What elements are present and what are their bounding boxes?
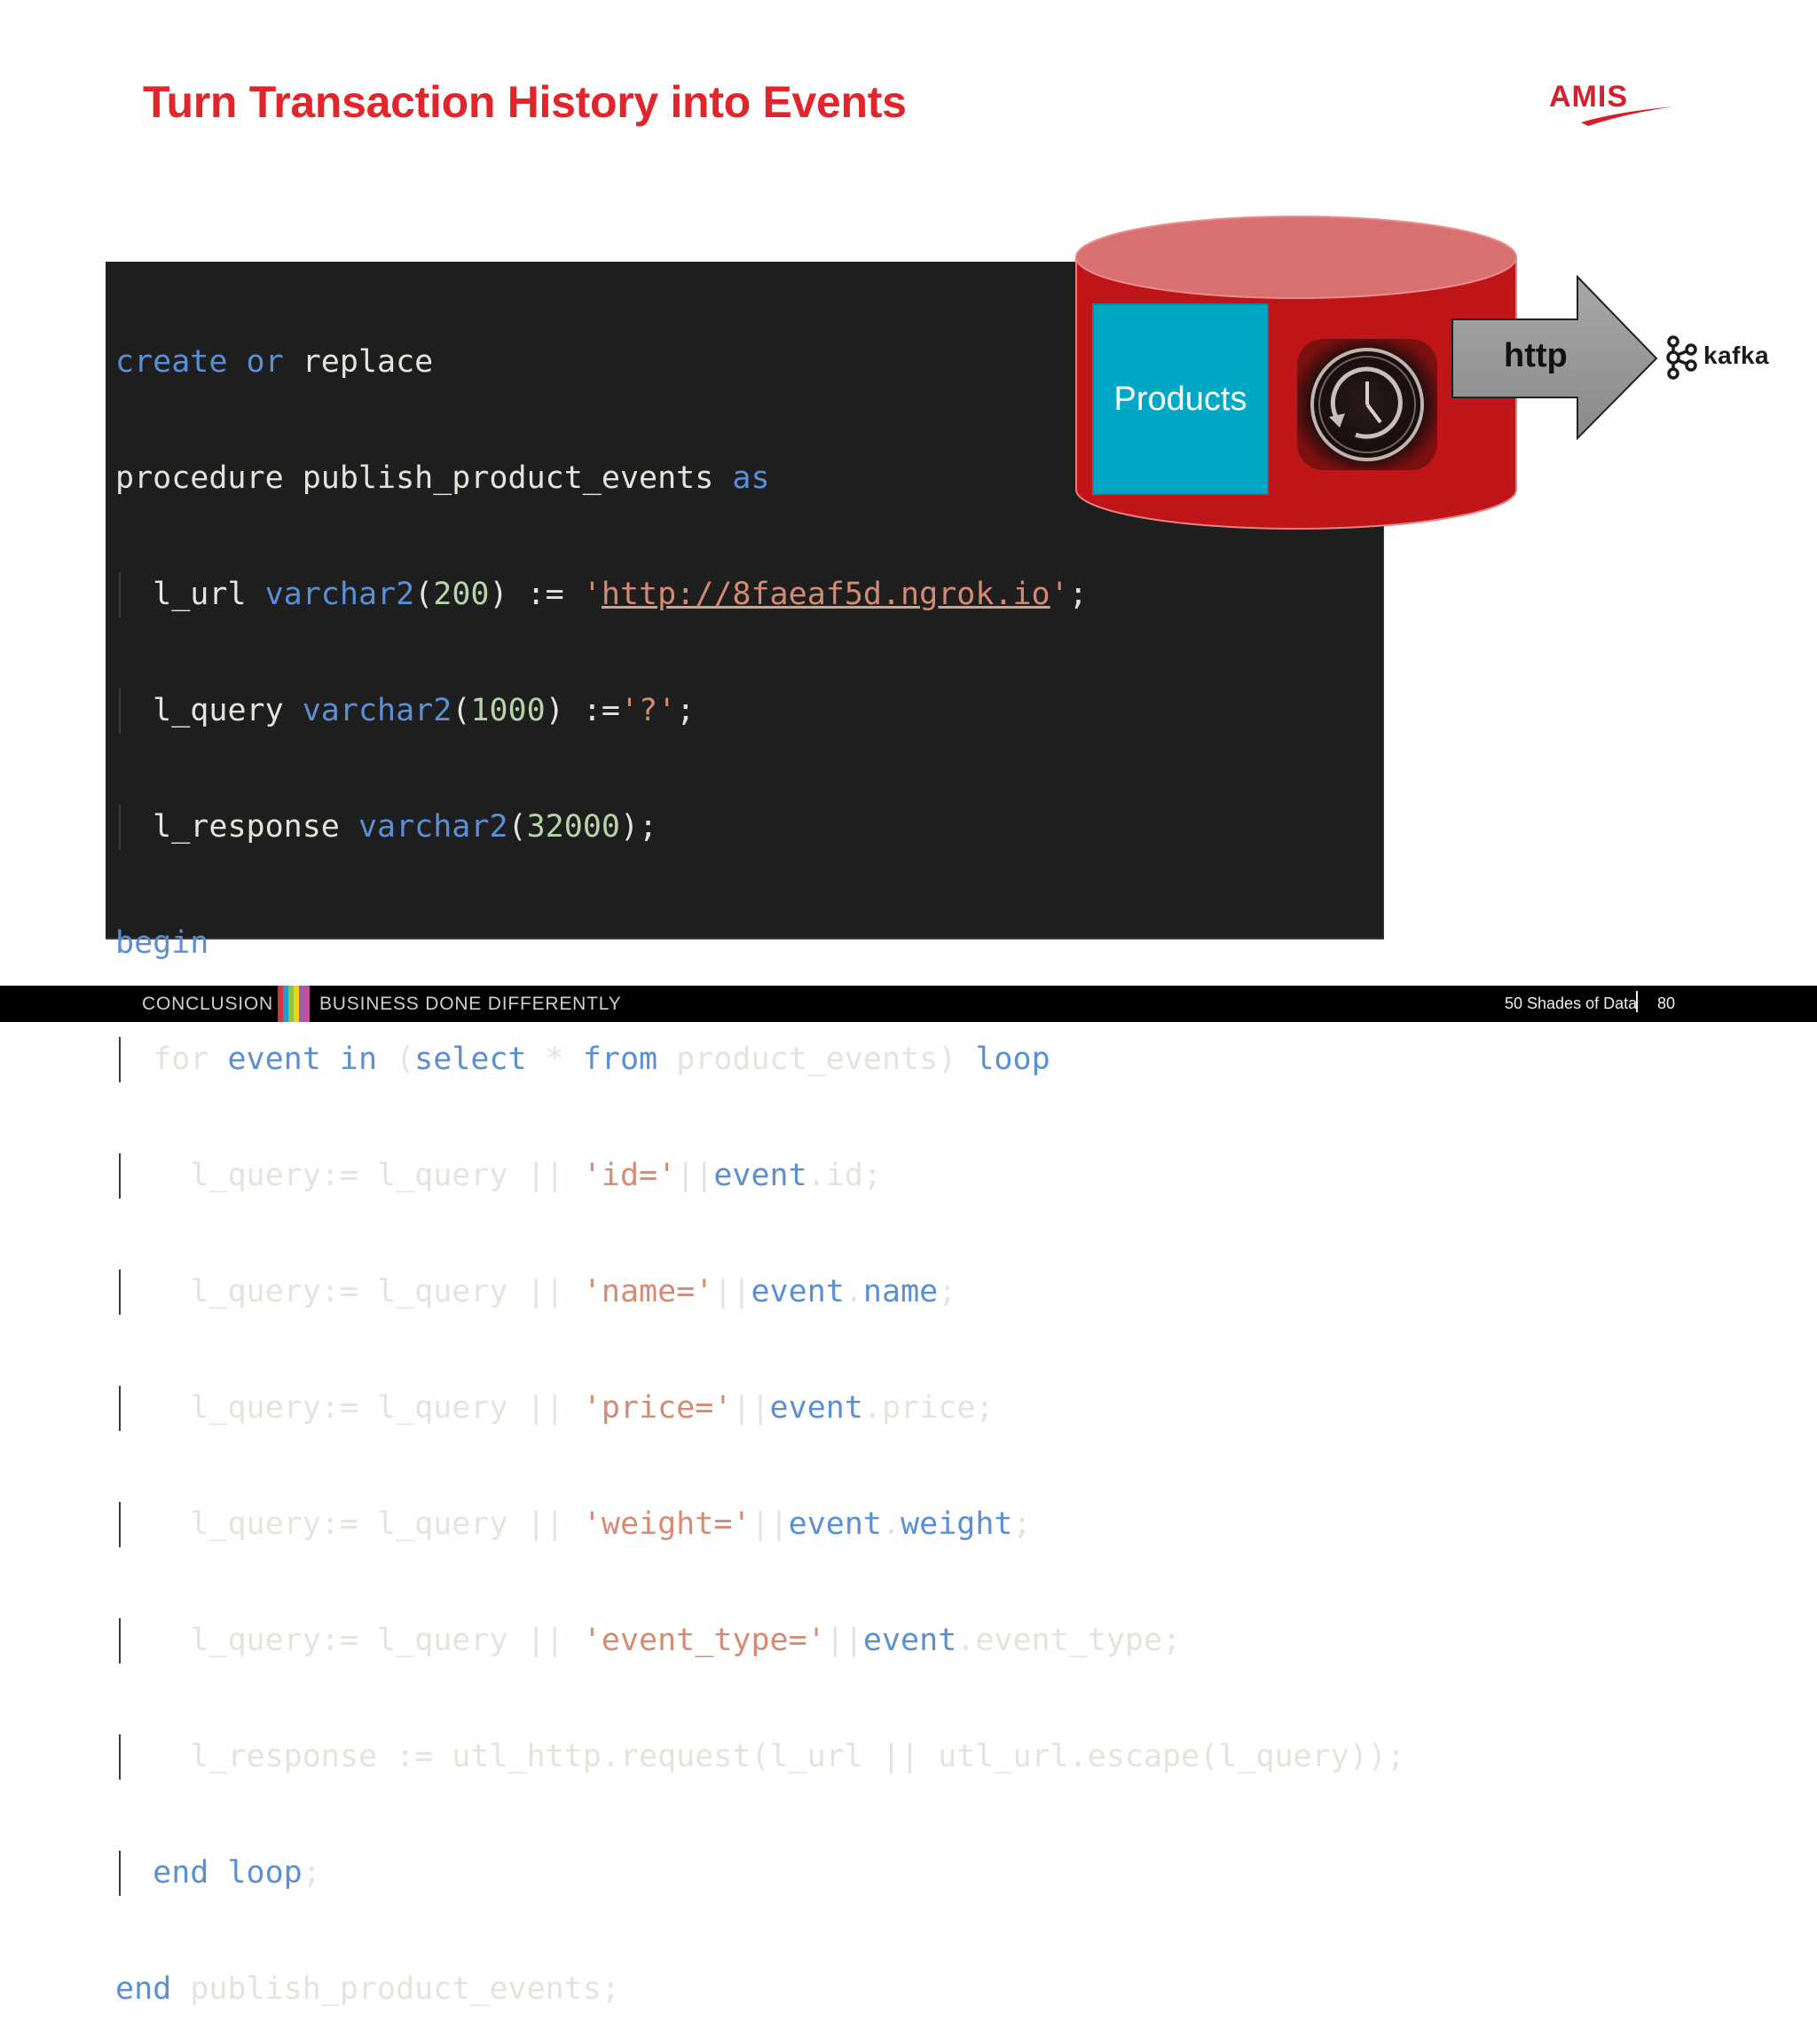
rainbow-divider: [278, 986, 310, 1022]
kafka-icon: [1666, 335, 1697, 380]
code-line: procedure publish_product_events as: [115, 460, 770, 496]
code-line: l_query:= l_query || 'price='||event.pri…: [115, 1386, 1383, 1431]
code-line: l_query:= l_query || 'event_type='||even…: [115, 1618, 1383, 1663]
page-number: 80: [1657, 994, 1676, 1012]
products-label: Products: [1113, 380, 1247, 418]
code-line: end publish_product_events;: [115, 1971, 620, 2007]
amis-logo: AMIS: [1546, 76, 1679, 130]
code-line: create or replace: [115, 344, 434, 380]
code-line: l_query:= l_query || 'name='||event.name…: [115, 1270, 1383, 1315]
code-line: l_response := utl_http.request(l_url || …: [115, 1734, 1405, 1780]
code-line: l_query varchar2(1000) :='?';: [115, 688, 1383, 734]
code-line: l_url varchar2(200) := 'http://8faeaf5d.…: [115, 572, 1383, 617]
code-line: l_query:= l_query || 'weight='||event.we…: [115, 1502, 1383, 1547]
code-line: l_query:= l_query || 'id='||event.id;: [115, 1153, 1383, 1199]
logo-swoosh-icon: [1581, 106, 1674, 126]
code-line: l_response varchar2(32000);: [115, 805, 1383, 850]
logo-text: AMIS: [1549, 80, 1628, 114]
footer-separator: [1636, 991, 1638, 1012]
code-line: for event in (select * from product_even…: [115, 1037, 1383, 1082]
kafka-logo: kafka: [1663, 335, 1778, 380]
code-line: end loop;: [115, 1851, 1383, 1896]
http-label: http: [1504, 337, 1568, 374]
products-table-box: Products: [1092, 303, 1269, 495]
kafka-label: kafka: [1703, 342, 1770, 369]
slide-title: Turn Transaction History into Events: [143, 77, 907, 127]
http-arrow-icon: [1451, 275, 1658, 441]
footer-tagline: BUSINESS DONE DIFFERENTLY: [319, 994, 622, 1014]
footer-section: CONCLUSION: [142, 994, 274, 1014]
footer-bar: CONCLUSION BUSINESS DONE DIFFERENTLY 50 …: [0, 986, 1817, 1022]
code-line: begin: [115, 925, 209, 961]
url-link: http://8faeaf5d.ngrok.io: [601, 577, 1050, 612]
footer-event-name: 50 Shades of Data: [1505, 994, 1638, 1012]
clock-history-icon: [1297, 339, 1437, 470]
